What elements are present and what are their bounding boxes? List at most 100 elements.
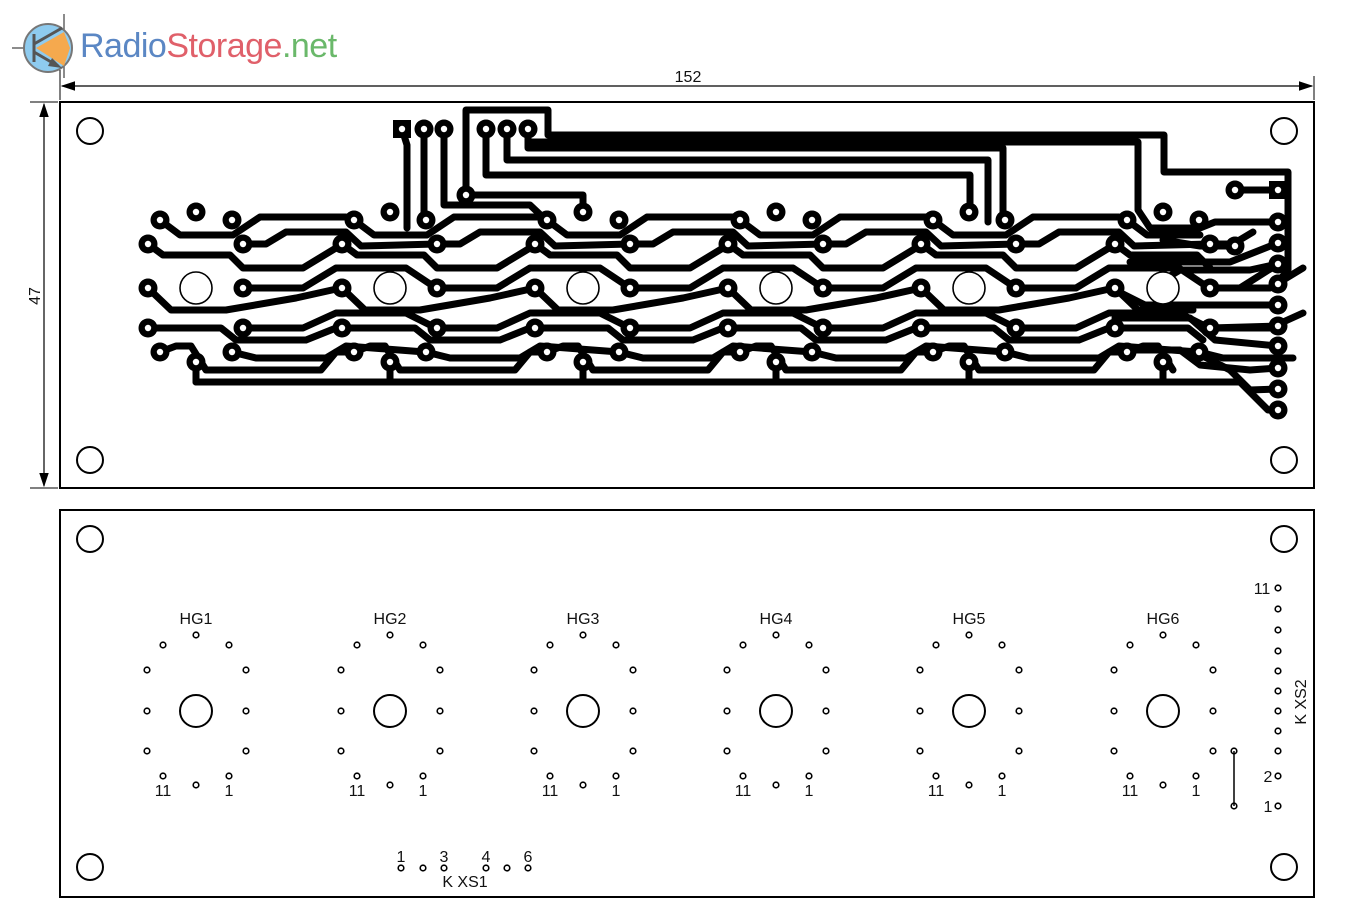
- tube-hole: [952, 271, 986, 305]
- copper-trace: [1159, 236, 1239, 250]
- pad-drill: [1274, 406, 1282, 414]
- pin-hole: [225, 641, 233, 649]
- tube-hole: [373, 271, 407, 305]
- pad-drill: [1206, 324, 1214, 332]
- pin-hole: [353, 772, 361, 780]
- xs2-pin: [1274, 647, 1282, 655]
- copper-trace: [338, 284, 539, 314]
- pin-hole: [629, 747, 637, 755]
- pad-drill: [1159, 358, 1167, 366]
- pad-drill: [917, 324, 925, 332]
- mounting-hole: [1270, 525, 1298, 553]
- pad-drill: [579, 358, 587, 366]
- copper-trace: [462, 106, 1292, 286]
- pin-hole: [1192, 641, 1200, 649]
- xs1-pin-label: 6: [524, 849, 533, 866]
- pin-11-label: 11: [542, 783, 559, 800]
- pin-hole: [1192, 772, 1200, 780]
- tube-label: HG4: [760, 611, 793, 628]
- mounting-hole: [76, 446, 104, 474]
- pad-drill: [808, 348, 816, 356]
- pad-drill: [503, 125, 511, 133]
- pin-hole: [337, 747, 345, 755]
- xs2-pin-label: 2: [1264, 769, 1273, 786]
- pad-drill: [626, 240, 634, 248]
- pad-drill: [1111, 324, 1119, 332]
- xs2-pin: [1274, 727, 1282, 735]
- pin-hole: [242, 666, 250, 674]
- pad-drill: [239, 240, 247, 248]
- pad-drill: [239, 284, 247, 292]
- pin-hole: [546, 641, 554, 649]
- pin-hole: [739, 641, 747, 649]
- pad-drill: [1274, 280, 1282, 288]
- pin-hole: [530, 707, 538, 715]
- pin-hole: [337, 707, 345, 715]
- pad-drill: [579, 208, 587, 216]
- pin-hole: [916, 747, 924, 755]
- copper-trace: [1126, 239, 1282, 266]
- pad-drill: [1001, 216, 1009, 224]
- dimension-width: 152: [59, 69, 1315, 100]
- pad-drill: [1274, 322, 1282, 330]
- copper-trace: [1206, 322, 1282, 332]
- pad-drill: [386, 208, 394, 216]
- pin-11-label: 11: [735, 783, 752, 800]
- xs1-pin: [440, 864, 448, 872]
- pin-hole: [530, 747, 538, 755]
- pad-drill: [386, 358, 394, 366]
- pad-drill: [1111, 240, 1119, 248]
- copper-trace: [819, 228, 1020, 250]
- logo-part-net: .net: [281, 26, 337, 65]
- xs2-pin-label: 1: [1264, 799, 1273, 816]
- pad-drill: [338, 284, 346, 292]
- pin-hole: [436, 707, 444, 715]
- copper-trace: [482, 125, 974, 216]
- pad-drill: [433, 324, 441, 332]
- pad-drill: [228, 216, 236, 224]
- copper-trace: [626, 309, 827, 332]
- pin-1-label: 1: [1192, 783, 1201, 800]
- pin-hole: [192, 781, 200, 789]
- copper-trace: [503, 125, 992, 226]
- pad-drill: [1195, 348, 1203, 356]
- pad-drill: [736, 216, 744, 224]
- pad-drill: [929, 216, 937, 224]
- pin-hole: [822, 707, 830, 715]
- pin-hole: [143, 666, 151, 674]
- pin-hole: [546, 772, 554, 780]
- copper-trace: [144, 284, 345, 314]
- mounting-hole: [1270, 446, 1298, 474]
- pin-hole: [805, 641, 813, 649]
- copper-trace: [239, 228, 440, 250]
- pin-hole: [242, 747, 250, 755]
- tube-socket-hole: [566, 694, 600, 728]
- copper-trace: [917, 284, 1118, 314]
- pad-drill: [724, 240, 732, 248]
- pin-hole: [805, 772, 813, 780]
- pad-drill: [772, 358, 780, 366]
- xs2-label: K XS2: [1293, 679, 1310, 724]
- pin-1-label: 1: [419, 783, 428, 800]
- pad-drill: [615, 216, 623, 224]
- mounting-hole: [76, 117, 104, 145]
- pin-hole: [579, 781, 587, 789]
- tube-hole: [759, 271, 793, 305]
- pad-drill: [228, 348, 236, 356]
- pad-drill: [1206, 240, 1214, 248]
- pin-hole: [419, 641, 427, 649]
- pin-hole: [530, 666, 538, 674]
- pad-drill: [156, 216, 164, 224]
- xs2-pin: [1274, 772, 1282, 780]
- mounting-hole: [1270, 853, 1298, 881]
- pin-hole: [739, 772, 747, 780]
- pin-hole: [932, 772, 940, 780]
- pad-drill: [531, 240, 539, 248]
- pad-drill: [422, 216, 430, 224]
- pin-hole: [1015, 747, 1023, 755]
- pin-hole: [723, 747, 731, 755]
- pin-hole: [629, 666, 637, 674]
- mounting-hole: [76, 853, 104, 881]
- pin-hole: [916, 707, 924, 715]
- pad-drill: [929, 348, 937, 356]
